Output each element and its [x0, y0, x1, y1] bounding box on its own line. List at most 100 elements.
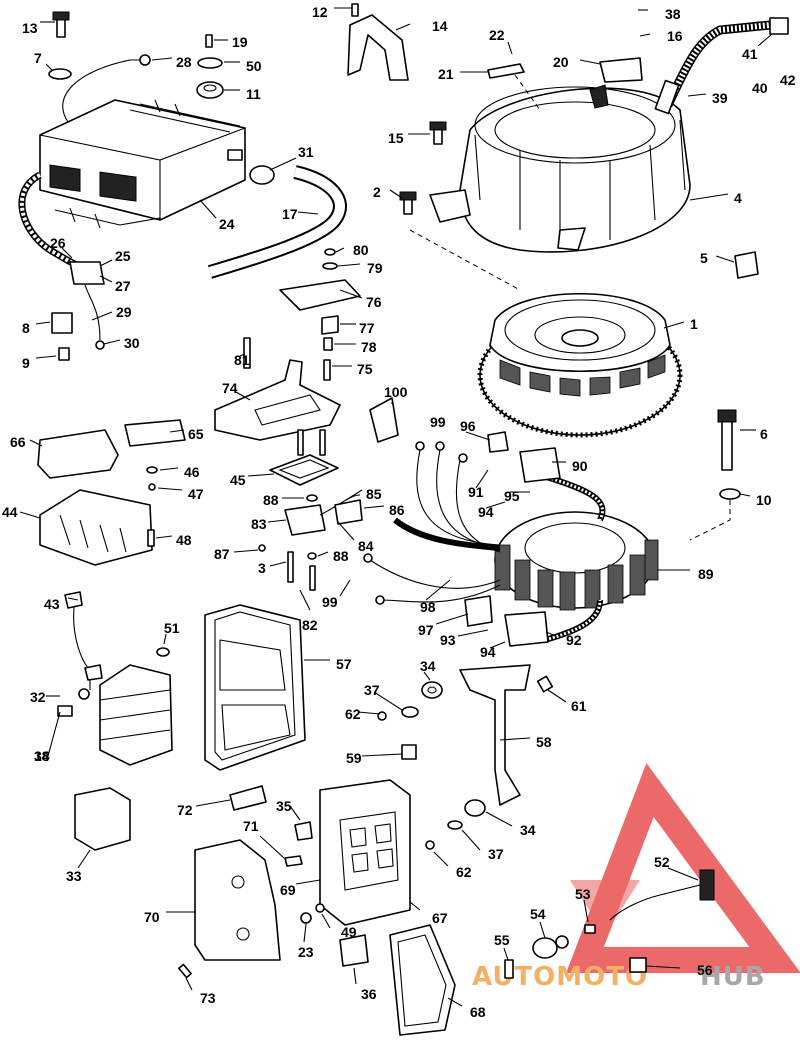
callout-label-45: 45 [230, 472, 246, 488]
callout-leader [425, 579, 451, 601]
callout-label-2: 2 [373, 184, 381, 200]
callout-label-98: 98 [420, 599, 436, 615]
watermark-logo: AUTOMOTO HUB [472, 763, 800, 992]
callout-label-88b: 88 [333, 548, 349, 564]
callout-label-11: 11 [246, 86, 261, 102]
callout-leader [195, 799, 231, 807]
callout-leader [299, 589, 311, 611]
callout-label-80: 80 [353, 242, 369, 258]
callout-leader [583, 899, 589, 923]
callout-label-95: 95 [504, 488, 520, 504]
callout-label-56: 56 [697, 962, 713, 978]
callout-label-74: 74 [222, 380, 238, 396]
callout-label-55: 55 [494, 932, 510, 948]
callout-label-62: 62 [345, 706, 361, 722]
callout-label-85: 85 [366, 486, 382, 502]
callout-label-34: 34 [420, 658, 436, 674]
callout-label-26: 26 [50, 235, 66, 251]
module-44 [39, 489, 153, 566]
callout-label-57: 57 [336, 656, 352, 672]
callout-leader [35, 321, 51, 325]
callout-label-25: 25 [115, 248, 131, 264]
callout-leader [545, 631, 557, 637]
callout-leader [35, 355, 57, 359]
gasket-57 [204, 604, 306, 771]
callout-label-75: 75 [357, 361, 373, 377]
callout-label-50: 50 [246, 58, 262, 74]
callout-leader [159, 467, 179, 471]
callout-leader [337, 521, 355, 541]
callout-label-42: 42 [780, 72, 796, 88]
callout-leader [433, 851, 449, 867]
bracket-58 [459, 664, 531, 806]
callout-label-100: 100 [384, 384, 408, 400]
callout-leader [185, 977, 193, 991]
callout-label-65: 65 [188, 426, 204, 442]
cover-66 [37, 429, 119, 479]
callout-label-13: 13 [22, 20, 38, 36]
callout-leader [235, 391, 251, 401]
callout-label-35: 35 [276, 798, 292, 814]
callout-leader [503, 947, 509, 961]
callout-leader [353, 967, 357, 985]
callout-label-3: 3 [258, 560, 266, 576]
callout-leader [169, 429, 185, 433]
callout-label-18: 18 [34, 748, 50, 764]
callout-label-84: 84 [358, 538, 374, 554]
callout-label-22: 22 [489, 27, 505, 43]
callout-label-73: 73 [200, 990, 216, 1006]
callout-label-68: 68 [470, 1004, 486, 1020]
callout-leader [757, 33, 773, 47]
callout-leader [485, 501, 506, 509]
callout-label-23: 23 [298, 944, 314, 960]
callout-leader [461, 829, 481, 851]
callout-label-59: 59 [346, 750, 362, 766]
callout-label-24: 24 [219, 216, 235, 232]
callout-leader [345, 489, 363, 501]
callout-leader [579, 59, 601, 65]
flywheel [477, 293, 683, 438]
callout-label-87: 87 [214, 546, 230, 562]
callout-label-34c: 34 [34, 748, 50, 764]
callout-label-77: 77 [359, 320, 375, 336]
callout-leader [547, 689, 567, 703]
bracket-74 [214, 359, 341, 441]
callout-label-79: 79 [367, 260, 383, 276]
callout-leader [373, 691, 403, 711]
callout-label-36: 36 [361, 986, 377, 1002]
callout-leader [29, 439, 43, 447]
callout-leader [361, 753, 403, 757]
callout-leader [739, 493, 751, 497]
callout-leader [199, 199, 217, 219]
callout-label-28: 28 [176, 54, 192, 70]
callout-label-8: 8 [22, 320, 30, 336]
callout-leader [259, 835, 285, 859]
callout-label-76: 76 [366, 294, 382, 310]
cover-70 [194, 839, 281, 961]
callout-label-39: 39 [712, 90, 728, 106]
callout-leader [435, 613, 469, 625]
callout-leader [689, 193, 729, 201]
callout-leader [269, 561, 287, 567]
callout-leader [389, 189, 403, 199]
callout-leader [507, 41, 513, 55]
callout-leader [295, 879, 321, 885]
callout-leader [395, 23, 411, 31]
callout-label-32: 32 [30, 689, 46, 705]
callout-label-16: 16 [667, 28, 683, 44]
callout-leader [363, 505, 385, 509]
callout-leader [645, 965, 681, 969]
callout-leader [247, 473, 275, 477]
callout-leader [239, 353, 246, 357]
callout-label-21: 21 [438, 66, 454, 82]
callout-label-99b: 99 [322, 594, 338, 610]
callout-label-62b: 62 [456, 864, 472, 880]
callout-label-67: 67 [432, 910, 448, 926]
sensor-25 [69, 261, 105, 285]
callout-leader [157, 487, 183, 491]
callout-label-90: 90 [572, 458, 588, 474]
callout-leader [667, 867, 699, 881]
callout-leader [423, 671, 431, 681]
callout-label-27: 27 [115, 278, 131, 294]
callout-label-52: 52 [654, 854, 670, 870]
